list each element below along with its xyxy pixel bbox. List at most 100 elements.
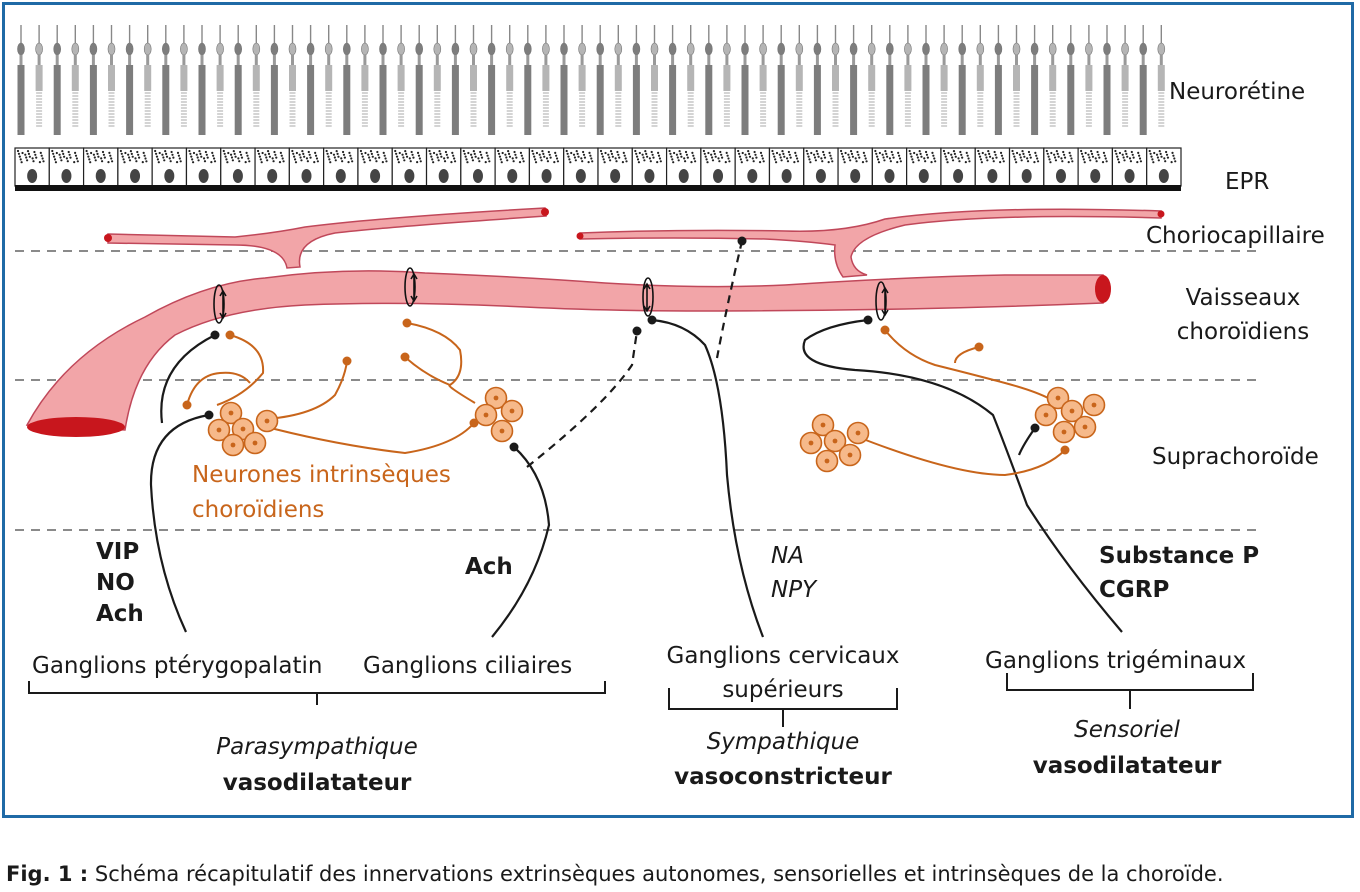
nt-ach-ptg: Ach bbox=[96, 601, 144, 627]
rod-cell bbox=[53, 25, 62, 135]
epr-cell bbox=[906, 147, 942, 187]
nt-substance-p: Substance P bbox=[1099, 543, 1260, 569]
rod-cell bbox=[632, 25, 641, 135]
cone-cell bbox=[940, 25, 948, 127]
epr-cell bbox=[665, 147, 702, 187]
epr-cell bbox=[82, 147, 119, 187]
rod-cell bbox=[1067, 25, 1075, 135]
epr-cell bbox=[768, 147, 805, 187]
cone-cell bbox=[324, 25, 333, 127]
nerve-terminals bbox=[204, 236, 1040, 452]
ending-ring-1 bbox=[213, 284, 225, 324]
cone-cell bbox=[1157, 25, 1166, 127]
cone-cell bbox=[288, 25, 297, 127]
nt-vip: VIP bbox=[96, 539, 140, 565]
system-sensory-effect: vasodilatateur bbox=[1032, 753, 1222, 779]
cone-cell bbox=[505, 25, 514, 127]
epr-cell-layer bbox=[14, 147, 1182, 187]
epr-cell bbox=[460, 147, 496, 187]
arrow-3 bbox=[643, 282, 651, 313]
arrow-4 bbox=[881, 286, 889, 317]
choroid-innervation-diagram bbox=[14, 25, 1261, 727]
nt-no: NO bbox=[96, 570, 135, 596]
rod-cell bbox=[198, 25, 206, 135]
nt-ach-ciliary: Ach bbox=[465, 554, 513, 580]
rod-cell bbox=[849, 25, 858, 135]
epr-cell bbox=[323, 147, 359, 187]
cone-cell bbox=[723, 25, 731, 127]
intrinsic-fibers bbox=[186, 322, 1066, 477]
rod-cell bbox=[994, 25, 1003, 135]
rod-cell bbox=[777, 25, 786, 135]
ganglion-cervical-2: supérieurs bbox=[722, 677, 844, 703]
cone-cell bbox=[904, 25, 912, 127]
ganglion-cervical-1: Ganglions cervicaux bbox=[666, 643, 900, 669]
system-sensory-type: Sensoriel bbox=[1074, 717, 1180, 743]
cone-cell bbox=[216, 25, 224, 127]
epr-cell bbox=[1043, 147, 1079, 187]
rod-cell bbox=[741, 25, 749, 135]
system-parasympathetic-effect: vasodilatateur bbox=[222, 770, 412, 796]
epr-cell bbox=[185, 147, 222, 187]
rod-cell bbox=[958, 25, 967, 135]
epr-cell bbox=[357, 147, 393, 187]
vessel-lumen-left bbox=[27, 417, 125, 437]
ciliary-fiber bbox=[491, 446, 551, 638]
label-vaisseaux-1: Vaisseaux bbox=[1185, 285, 1301, 311]
cone-cell bbox=[252, 25, 261, 127]
figure-frame: Neurorétine EPR Choriocapillaire Vaissea… bbox=[2, 2, 1354, 818]
figure-caption: Fig. 1 : Schéma récapitulatif des innerv… bbox=[6, 862, 1224, 886]
cone-cell bbox=[650, 25, 659, 127]
epr-cell bbox=[1146, 147, 1182, 187]
ending-ring-4 bbox=[875, 281, 887, 321]
epr-cell bbox=[391, 147, 428, 187]
capillary-right-start bbox=[576, 232, 584, 240]
cone-cell bbox=[107, 25, 116, 127]
epr-cell bbox=[528, 147, 565, 187]
sympathetic-fiber-dashed bbox=[526, 330, 639, 468]
rod-cell bbox=[451, 25, 460, 135]
label-intrinsic-neurons-2: choroïdiens bbox=[192, 497, 325, 523]
rod-cell bbox=[523, 25, 532, 135]
ganglion-ciliary: Ganglions ciliaires bbox=[363, 653, 573, 679]
epr-cell bbox=[1008, 147, 1045, 187]
epr-cell bbox=[597, 147, 633, 187]
cone-cell bbox=[759, 25, 767, 127]
rod-cell bbox=[704, 25, 713, 135]
intrinsic-neuron-cluster bbox=[474, 386, 524, 443]
rod-cell bbox=[596, 25, 605, 135]
caption-text: Schéma récapitulatif des innervations ex… bbox=[94, 862, 1224, 886]
rod-cell bbox=[668, 25, 677, 135]
epr-cell bbox=[631, 147, 668, 187]
epr-cell bbox=[871, 147, 908, 187]
choroidal-vessel bbox=[25, 270, 1111, 437]
rod-cell bbox=[17, 25, 25, 135]
cone-cell bbox=[614, 25, 623, 127]
arrow-1 bbox=[219, 289, 227, 320]
capillary-left-end bbox=[104, 234, 112, 242]
vessel-lumen-right bbox=[1095, 275, 1111, 303]
intrinsic-neuron-cluster bbox=[799, 413, 870, 473]
epr-cell bbox=[48, 147, 85, 187]
epr-cell bbox=[151, 147, 188, 187]
system-sympathetic-effect: vasoconstricteur bbox=[674, 764, 892, 790]
rod-cell bbox=[922, 25, 930, 135]
cone-cell bbox=[1012, 25, 1021, 127]
sensory-fiber-branch bbox=[1017, 427, 1036, 456]
brace-parasympathetic bbox=[28, 681, 606, 705]
brace-sensory bbox=[1006, 673, 1254, 709]
epr-cell bbox=[837, 147, 873, 187]
cone-cell bbox=[867, 25, 876, 127]
ganglion-pterygopalatin: Ganglions ptérygopalatin bbox=[32, 653, 323, 679]
rod-cell bbox=[125, 25, 134, 135]
intrinsic-fiber-ends bbox=[182, 318, 1070, 455]
cone-cell bbox=[35, 25, 43, 127]
label-suprachoroide: Suprachoroïde bbox=[1152, 444, 1319, 470]
caption-label: Fig. 1 : bbox=[6, 862, 89, 886]
epr-cell bbox=[734, 147, 771, 187]
rod-cell bbox=[560, 25, 568, 135]
nt-cgrp: CGRP bbox=[1099, 577, 1170, 603]
brace-sympathetic bbox=[668, 688, 898, 727]
capillary-left-tip bbox=[541, 208, 549, 216]
ptg-fiber-to-vessel bbox=[160, 334, 216, 424]
